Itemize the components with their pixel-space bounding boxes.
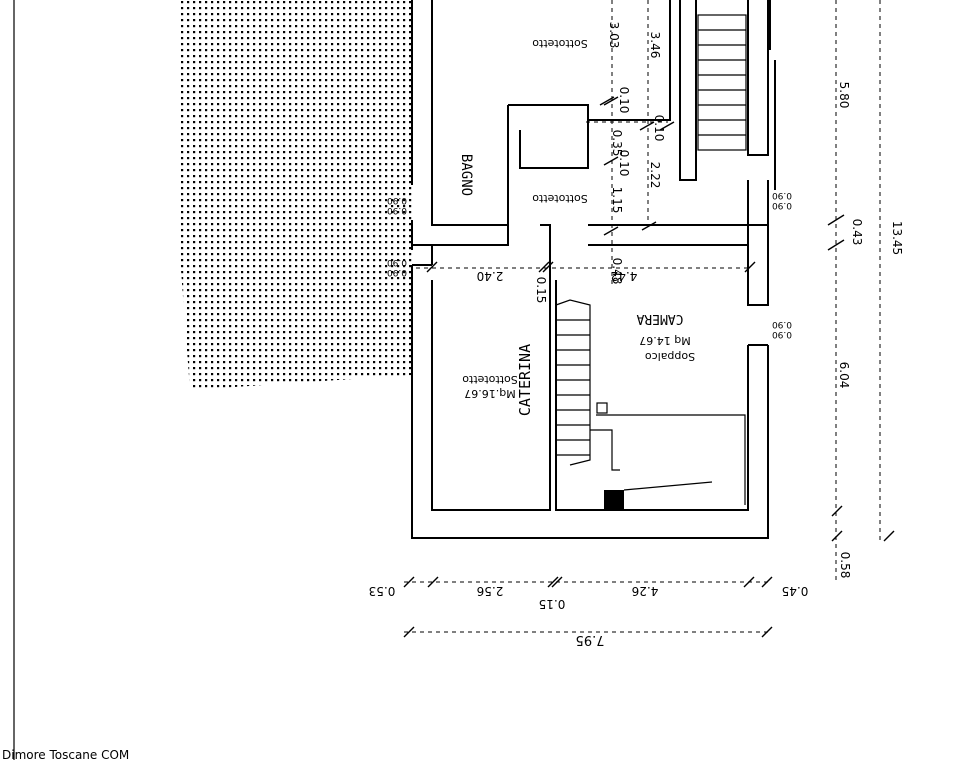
dim-090-d: 0.90 [387,267,407,277]
dim-058: 0.58 [838,552,852,579]
dim-090-h: 0.90 [772,329,792,339]
dim-222: 2.22 [648,162,662,189]
dim-090-g: 0.90 [772,319,792,329]
label-caterina: CATERINA [516,344,534,416]
roof-hatch [178,0,412,390]
dim-090-a: 0.90 [387,195,407,205]
dim-580: 5.80 [837,82,851,109]
dim-010-a: 0.10 [617,87,631,114]
label-sottotetto-mid: Sottotetto [532,192,588,205]
dim-090-c: 0.90 [387,257,407,267]
dim-015-a: 0.15 [534,277,548,304]
dim-015-b: 0.15 [539,597,566,611]
dim-010-c: 0.10 [617,150,631,177]
dim-048: 0.48 [610,258,624,285]
dimension-lines [404,0,881,633]
dim-442: 4.42 [611,269,638,283]
dimension-ticks [403,96,895,638]
dim-043: 0.43 [850,219,864,246]
dim-090-b: 0.90 [387,205,407,215]
dim-795: 7.95 [576,632,605,647]
footer-credit: Dimore Toscane COM [2,748,130,762]
room-labels: Sottotetto Sottotetto BAGNO Sottotetto M… [458,37,695,416]
label-sottotetto-left-area: Mq.16.67 [464,387,515,400]
dim-256: 2.56 [477,584,504,598]
dim-045: 0.45 [782,584,809,598]
dim-053: 0.53 [369,584,396,598]
label-soppalco-area: Mq 14.67 [639,334,690,347]
dimension-labels: 3.03 3.46 0.10 0.10 0.35 0.10 2.22 1.15 … [369,22,904,647]
dim-090-f: 0.90 [772,200,792,210]
label-sottotetto-top: Sottotetto [532,37,588,50]
dim-240: 2.40 [477,269,504,283]
dim-346: 3.46 [648,32,662,59]
dim-090-e: 0.90 [772,190,792,200]
label-soppalco: Soppalco [645,350,696,363]
dim-1345: 13.45 [890,221,904,255]
staircase-lower [555,299,746,510]
dim-010-b: 0.10 [652,115,666,142]
staircase-top [697,14,747,151]
label-camera: CAMERA [636,311,683,326]
dim-115: 1.15 [610,187,624,214]
dim-035: 0.35 [610,130,624,157]
dim-604: 6.04 [837,362,851,389]
dim-303: 3.03 [607,22,621,49]
dim-426: 4.26 [632,584,659,598]
label-bagno: BAGNO [458,154,474,196]
label-sottotetto-left: Sottotetto [462,373,518,386]
walls [411,0,776,539]
